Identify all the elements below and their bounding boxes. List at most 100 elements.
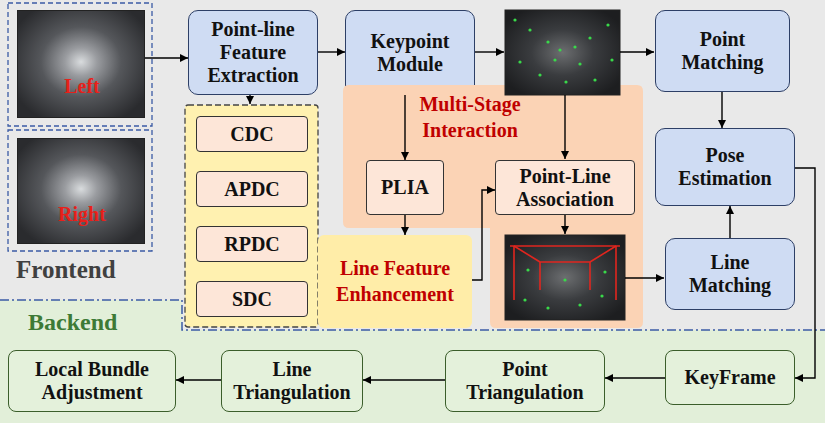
keypoint-dot — [528, 28, 531, 31]
keypoint-dot — [523, 298, 526, 301]
keypoint-dot — [593, 78, 596, 81]
box-label: RPDC — [224, 233, 280, 256]
line-feature — [615, 246, 617, 300]
keypoint-dot — [563, 278, 566, 281]
keypoint-dot — [573, 45, 576, 48]
box-label-group: Keypoint Module — [356, 30, 464, 76]
box-label: Point Matching — [666, 28, 779, 74]
frontend-band: Frontend LeftRight Point-line Feature Extr… — [0, 0, 825, 330]
region-label: Multi-Stage Interaction — [395, 91, 545, 143]
box-label: Point-line Feature Extraction — [199, 18, 307, 87]
line-feature — [513, 246, 515, 300]
flow-arrow — [564, 215, 565, 234]
box-label-group: RPDC — [224, 233, 280, 256]
flow-connector — [729, 206, 730, 238]
region-label: Backend — [28, 307, 168, 337]
keypoint-dot — [578, 303, 581, 306]
line-feature — [540, 261, 590, 263]
box-label: Pose Estimation — [666, 144, 784, 190]
keypoint-dot — [578, 62, 581, 65]
process-box: Pose Estimation — [655, 128, 795, 206]
backend-band: BackendLocal Bundle Adjustment Line Trian… — [0, 300, 825, 423]
flow-connector — [472, 190, 495, 280]
box-label: SDC — [232, 288, 272, 311]
keypoint-dot — [564, 80, 567, 83]
box-label-group: APDC — [224, 178, 280, 201]
box-label-group: Point-Line Association — [500, 165, 630, 211]
flow-connector — [605, 377, 665, 378]
flow-arrow — [620, 51, 654, 52]
keypoint-dot — [546, 40, 549, 43]
line-feature — [539, 262, 541, 290]
conv-box: RPDC — [196, 226, 308, 262]
flow-connector — [404, 215, 405, 235]
left-image-frame — [8, 3, 152, 126]
box-label: KeyFrame — [684, 366, 775, 389]
left-image: Left — [17, 10, 145, 118]
enhancement-region: Line Feature Enhancement — [318, 235, 472, 328]
process-box: Point Matching — [655, 10, 790, 92]
region-label: Line Feature Enhancement — [318, 255, 472, 307]
flow-connector — [363, 379, 445, 380]
flow-connector — [404, 95, 405, 160]
box-label-group: Line Triangulation — [228, 358, 356, 404]
keypoint-dot — [610, 58, 613, 61]
backend-box: KeyFrame — [665, 350, 795, 405]
line-feature — [510, 245, 620, 247]
flow-arrow — [475, 51, 504, 52]
backend-box: Line Triangulation — [221, 350, 363, 412]
process-box: Line Matching — [665, 238, 795, 310]
box-label: Point Triangulation — [452, 358, 598, 404]
keypoint-thumbnail — [505, 10, 620, 95]
keypoint-dot — [546, 306, 549, 309]
flow-connector — [145, 57, 188, 58]
process-box: Point-line Feature Extraction — [188, 10, 318, 95]
line-thumbnail — [505, 235, 625, 320]
box-label: PLIA — [381, 176, 429, 199]
flow-connector — [176, 379, 221, 380]
line-feature — [514, 246, 540, 262]
box-label-group: Point Matching — [666, 28, 779, 74]
region-label: Left — [18, 73, 146, 99]
right-image: Right — [17, 138, 145, 244]
keypoint-dot — [518, 60, 521, 63]
module-box: PLIA — [366, 160, 444, 215]
conv-group-frame — [185, 105, 318, 327]
line-feature — [590, 246, 616, 262]
keypoint-dot — [588, 36, 591, 39]
box-label-group: SDC — [232, 288, 272, 311]
conv-box: CDC — [196, 116, 308, 152]
box-label: Local Bundle Adjustment — [15, 358, 169, 404]
process-box: Keypoint Module — [345, 10, 475, 95]
box-label: Line Triangulation — [228, 358, 356, 404]
box-label: Point-Line Association — [500, 165, 630, 211]
box-label: Keypoint Module — [356, 30, 464, 76]
box-label: CDC — [230, 123, 273, 146]
box-label-group: Local Bundle Adjustment — [15, 358, 169, 404]
region-label: Frontend — [16, 254, 166, 285]
keypoint-dot — [558, 48, 561, 51]
conv-box: APDC — [196, 171, 308, 207]
conv-box: SDC — [196, 281, 308, 317]
flow-connector — [318, 51, 345, 52]
backend-box: Local Bundle Adjustment — [8, 350, 176, 412]
right-image-frame — [8, 130, 152, 251]
keypoint-dot — [603, 270, 606, 273]
flow-arrow — [625, 277, 664, 278]
flow-connector — [795, 168, 815, 378]
box-label-group: CDC — [230, 123, 273, 146]
box-label-group: Point-line Feature Extraction — [199, 18, 307, 87]
box-label-group: Point Triangulation — [452, 358, 598, 404]
box-label-group: Line Matching — [676, 251, 784, 297]
keypoint-dot — [538, 73, 541, 76]
keypoint-dot — [553, 58, 556, 61]
box-label-group: KeyFrame — [684, 366, 775, 389]
box-label: Line Matching — [676, 251, 784, 297]
line-feature — [589, 262, 591, 290]
flow-arrow — [249, 95, 250, 104]
region-label: Right — [18, 201, 146, 227]
